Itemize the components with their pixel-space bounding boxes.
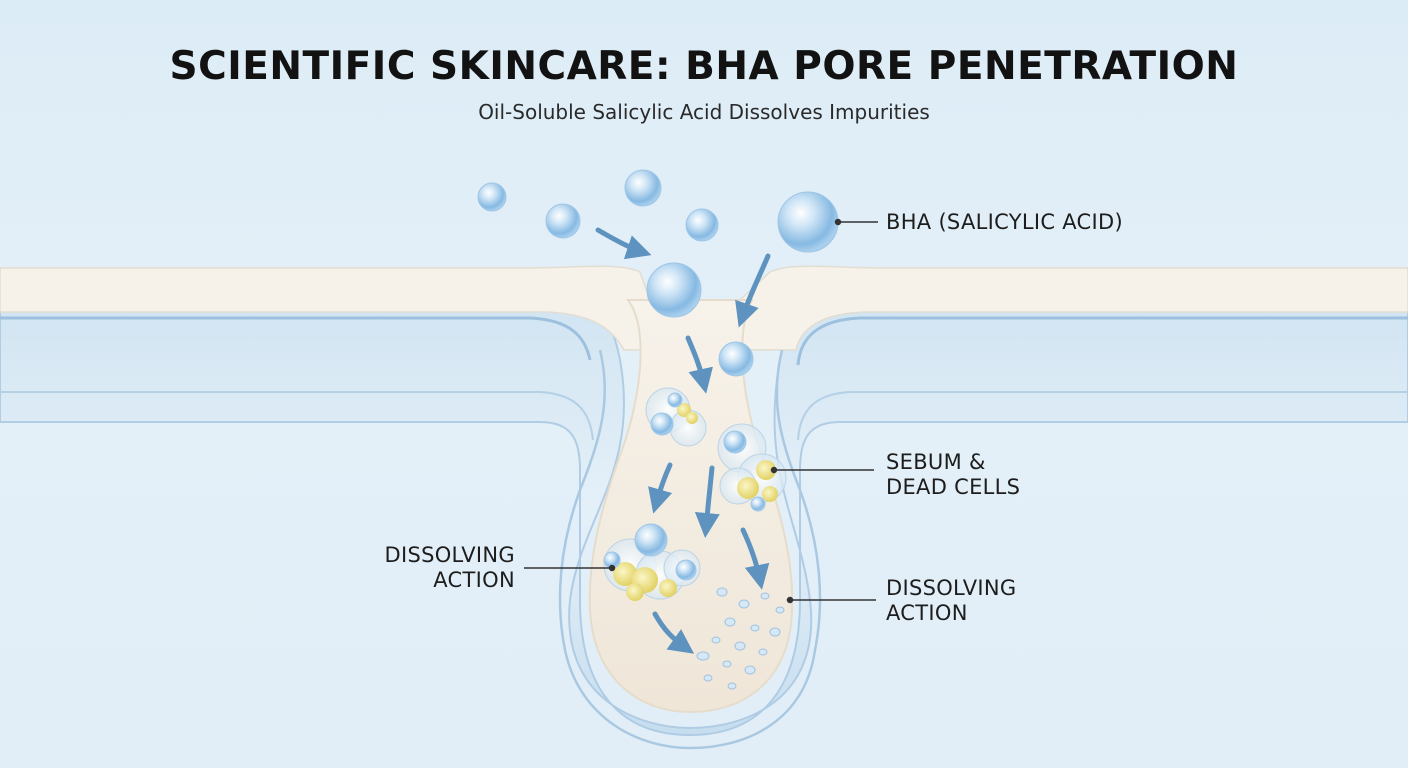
- dermis-band: [0, 299, 1408, 737]
- label-sebum-line-2: DEAD CELLS: [886, 475, 1021, 499]
- bha-bubble-icon: [777, 191, 839, 253]
- dissolved-fragment-icon: [703, 674, 713, 682]
- dissolved-fragment-icon: [775, 606, 785, 614]
- dissolved-fragment-icon: [696, 651, 710, 661]
- dissolved-fragment-icon: [738, 599, 750, 609]
- epidermis-line-right: [796, 316, 1408, 366]
- dissolved-fragment-icon: [711, 636, 721, 644]
- leader-lines: [524, 218, 878, 604]
- bha-bubble-icon: [477, 182, 507, 212]
- label-dissolving-right-line-1: DISSOLVING: [886, 576, 1017, 600]
- dissolved-fragment-icon: [769, 627, 781, 637]
- dissolved-fragment-icon: [760, 592, 770, 600]
- epidermis-line-left: [0, 316, 592, 361]
- dissolved-fragment-icon: [722, 660, 732, 668]
- bha-bubble-icon: [646, 262, 702, 318]
- flow-arrow-icon: [648, 462, 673, 514]
- epidermis-line-left-2: [0, 391, 594, 441]
- dissolved-fragment-icon: [734, 641, 746, 651]
- sebum-cluster-upper-left: [645, 387, 707, 447]
- pore-outline: [558, 349, 822, 750]
- epidermis-line-right-2: [797, 391, 1408, 441]
- flow-arrow-icon: [595, 227, 652, 260]
- sebum-cluster-upper-right: [717, 423, 787, 512]
- label-dissolving-left-line-1: DISSOLVING: [384, 543, 515, 567]
- dissolved-fragment-icon: [724, 617, 736, 627]
- flow-arrows: [595, 227, 771, 654]
- label-bha-line-1: BHA (SALICYLIC ACID): [886, 210, 1123, 234]
- bha-bubbles: [477, 169, 839, 377]
- page-title: SCIENTIFIC SKINCARE: BHA PORE PENETRATIO…: [169, 44, 1239, 89]
- flow-arrow-icon: [652, 611, 695, 654]
- bha-bubble-icon: [545, 203, 581, 239]
- dissolved-fragment-icon: [744, 665, 756, 675]
- dissolved-fragment-icon: [758, 648, 768, 656]
- label-dissolving-left-line-2: ACTION: [433, 568, 515, 592]
- skin-layers: [0, 265, 1408, 750]
- dissolved-fragments: [696, 587, 785, 690]
- dissolved-fragment-icon: [727, 682, 737, 690]
- page-subtitle: Oil-Soluble Salicylic Acid Dissolves Imp…: [478, 100, 930, 124]
- flow-arrow-icon: [694, 465, 720, 538]
- dissolved-fragment-icon: [750, 624, 760, 632]
- bha-bubble-icon: [685, 208, 719, 242]
- flow-arrow-icon: [740, 527, 770, 590]
- label-sebum: SEBUM & DEAD CELLS: [886, 450, 1020, 500]
- label-dissolving-right-line-2: ACTION: [886, 601, 968, 625]
- flow-arrow-icon: [685, 335, 713, 394]
- label-sebum-line-1: SEBUM &: [886, 450, 986, 474]
- bha-bubble-icon: [718, 341, 754, 377]
- label-bha: BHA (SALICYLIC ACID): [886, 210, 1123, 235]
- sebum-cluster-lower: [603, 523, 701, 601]
- flow-arrow-icon: [735, 253, 771, 328]
- dissolved-fragment-icon: [716, 587, 728, 597]
- label-dissolving-right: DISSOLVING ACTION: [886, 576, 1017, 626]
- bha-bubble-icon: [624, 169, 662, 207]
- label-dissolving-left: DISSOLVING ACTION: [370, 543, 515, 593]
